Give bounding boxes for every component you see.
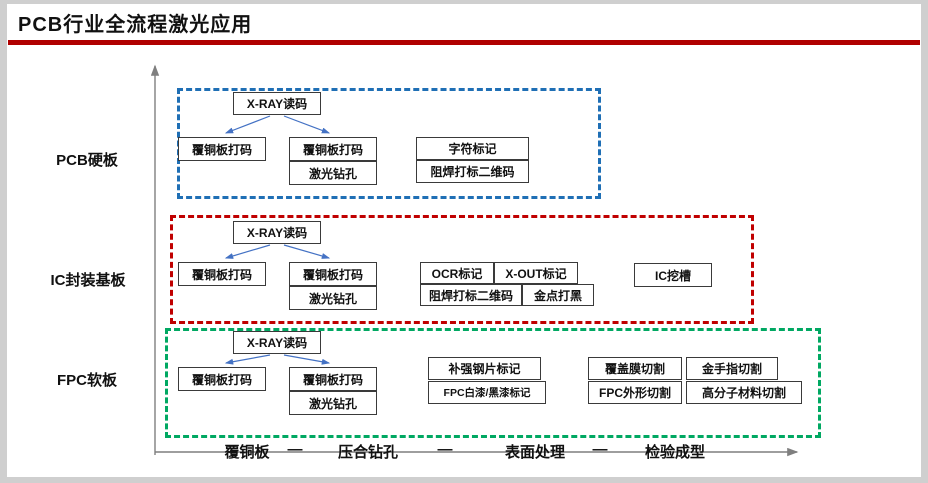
process-box: 覆铜板打码: [289, 262, 377, 286]
process-box: 阻焊打标二维码: [420, 284, 522, 306]
process-box: 高分子材料切割: [686, 381, 802, 404]
axis-stage-separator: —: [592, 441, 608, 458]
process-box: 阻焊打标二维码: [416, 160, 529, 183]
process-box: 覆铜板打码: [289, 367, 377, 391]
axis-stage-separator: —: [437, 441, 453, 458]
process-box: 覆铜板打码: [289, 137, 377, 161]
row-label-ic: IC封装基板: [50, 272, 126, 289]
ic-group-frame: [170, 215, 754, 324]
process-box: 覆盖膜切割: [588, 357, 682, 380]
process-box: 金手指切割: [686, 357, 778, 380]
page-title: PCB行业全流程激光应用: [18, 14, 253, 36]
process-box: 覆铜板打码: [178, 262, 266, 286]
process-box: 字符标记: [416, 137, 529, 160]
process-box: 覆铜板打码: [178, 367, 266, 391]
process-box: IC挖槽: [634, 263, 712, 287]
process-box: FPC白漆/黑漆标记: [428, 381, 546, 404]
axis-stage-label: 覆铜板: [224, 444, 270, 461]
process-box: 激光钻孔: [289, 286, 377, 310]
process-box-xray: X-RAY读码: [233, 92, 321, 115]
title-underline-bar: [8, 40, 920, 45]
axis-stage-label: 表面处理: [504, 444, 565, 461]
axis-stage-label: 检验成型: [644, 444, 705, 461]
process-box-xray: X-RAY读码: [233, 221, 321, 244]
row-label-fpc: FPC软板: [56, 372, 117, 389]
row-label-pcb: PCB硬板: [56, 152, 118, 169]
axis-stage-separator: —: [287, 441, 303, 458]
process-box: FPC外形切割: [588, 381, 682, 404]
process-box: 激光钻孔: [289, 391, 377, 415]
process-box: 覆铜板打码: [178, 137, 266, 161]
process-box: 补强钢片标记: [428, 357, 541, 380]
axis-stage-label: 压合钻孔: [337, 444, 398, 461]
process-box-xray: X-RAY读码: [233, 331, 321, 354]
process-box: 金点打黑: [522, 284, 594, 306]
fpc-group-frame: [165, 328, 821, 438]
process-box: 激光钻孔: [289, 161, 377, 185]
process-box: OCR标记: [420, 262, 494, 284]
process-box: X-OUT标记: [494, 262, 578, 284]
